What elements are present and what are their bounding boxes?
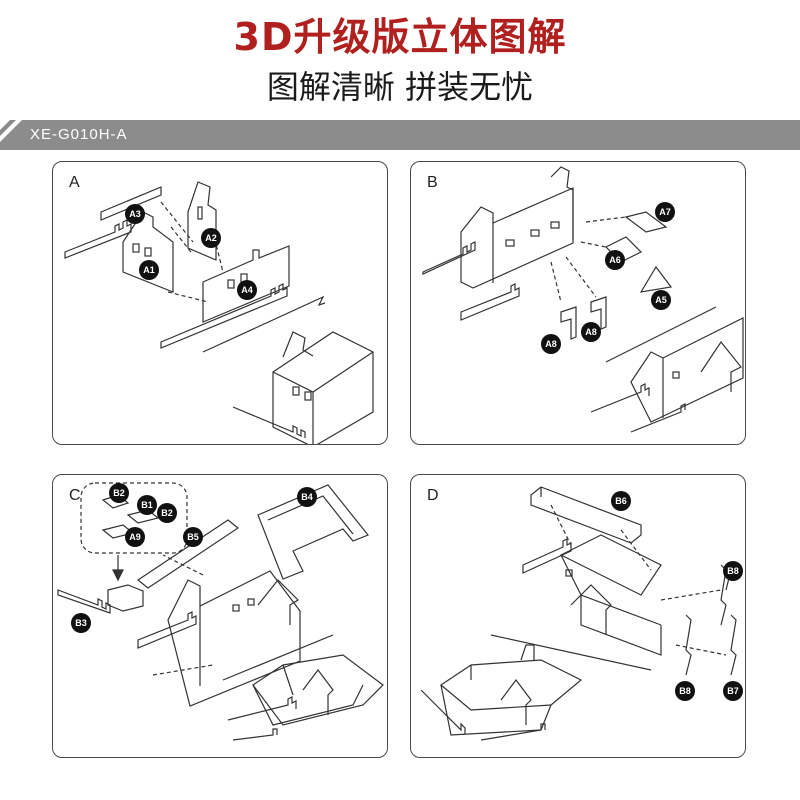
model-bar bbox=[0, 120, 800, 150]
part-label-a3: A3 bbox=[125, 204, 145, 224]
part-label-a2: A2 bbox=[201, 228, 221, 248]
part-label-b7: B7 bbox=[723, 681, 743, 701]
panel-a-label: A bbox=[69, 174, 80, 191]
part-label-a9: A9 bbox=[125, 527, 145, 547]
panel-c: C B2 B1 B2 A9 B4 B5 B3 bbox=[52, 474, 388, 758]
part-label-b2-top: B2 bbox=[109, 483, 129, 503]
panel-d-label: D bbox=[427, 487, 439, 504]
part-label-a7: A7 bbox=[655, 202, 675, 222]
panel-b-label: B bbox=[427, 174, 438, 191]
part-label-b8-bottom: B8 bbox=[675, 681, 695, 701]
part-label-b6: B6 bbox=[611, 491, 631, 511]
panel-c-label: C bbox=[69, 487, 81, 504]
panel-d: D B6 B8 B8 B7 bbox=[410, 474, 746, 758]
part-label-b8-top: B8 bbox=[723, 561, 743, 581]
part-label-a8-right: A8 bbox=[581, 322, 601, 342]
model-code: XE-G010H-A bbox=[30, 126, 128, 143]
panel-b: B A7 A6 A5 A8 A8 bbox=[410, 161, 746, 445]
part-label-a8-left: A8 bbox=[541, 334, 561, 354]
part-label-a5: A5 bbox=[651, 290, 671, 310]
part-label-b3: B3 bbox=[71, 613, 91, 633]
panel-c-illustration bbox=[57, 482, 384, 741]
page-title: 3D升级版立体图解 bbox=[233, 15, 567, 59]
part-label-a4: A4 bbox=[237, 280, 257, 300]
page-subtitle: 图解清晰 拼装无忧 bbox=[266, 68, 534, 106]
part-label-b4: B4 bbox=[297, 487, 317, 507]
panel-d-illustration bbox=[420, 486, 737, 741]
panel-a: A A3 A2 A1 A4 bbox=[52, 161, 388, 445]
panel-b-illustration bbox=[422, 166, 744, 433]
part-label-a1: A1 bbox=[139, 260, 159, 280]
part-label-b2-right: B2 bbox=[157, 503, 177, 523]
part-label-b1: B1 bbox=[137, 495, 157, 515]
part-label-b5: B5 bbox=[183, 527, 203, 547]
panel-a-illustration bbox=[64, 181, 374, 444]
part-label-a6: A6 bbox=[605, 250, 625, 270]
model-bar-stripes bbox=[0, 120, 800, 150]
